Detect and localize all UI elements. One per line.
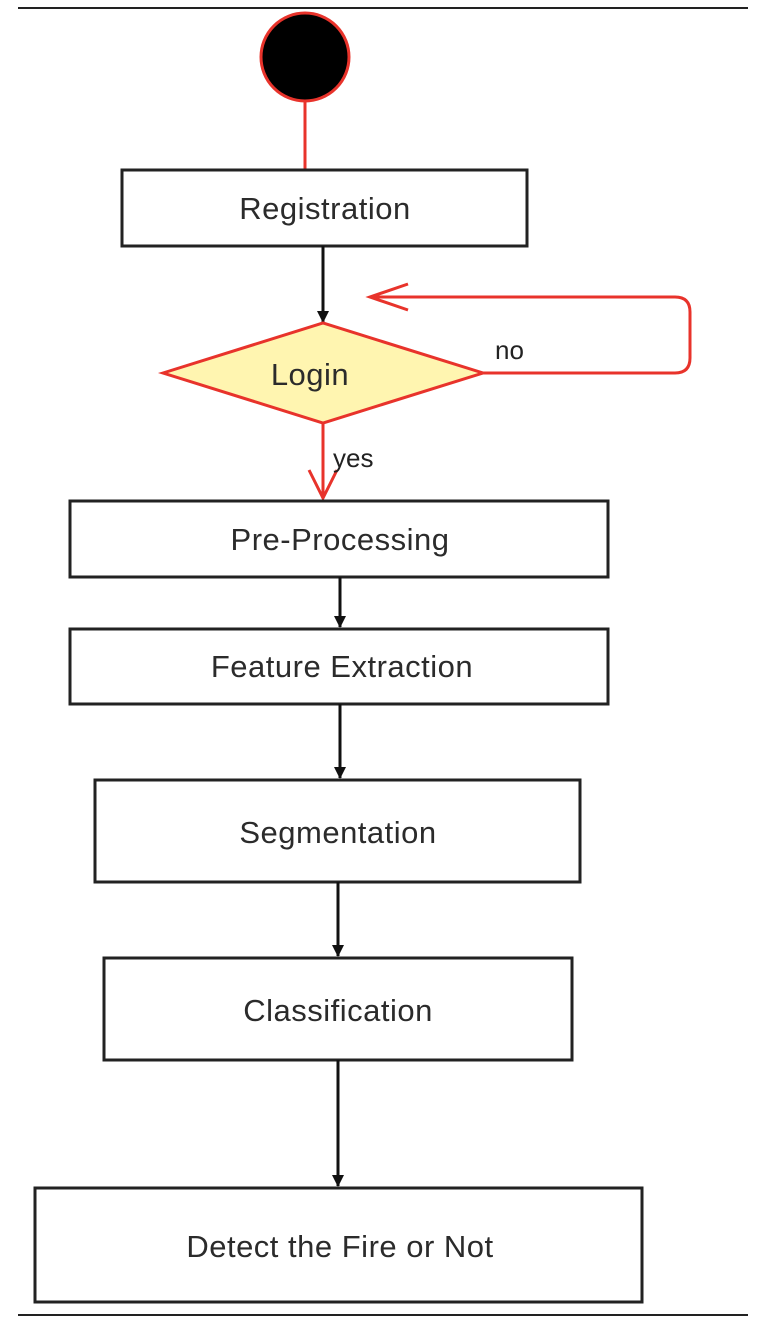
- edge-yes-arrowhead: [307, 469, 339, 502]
- node-segmentation-label: Segmentation: [239, 815, 436, 850]
- node-registration-label: Registration: [239, 191, 410, 226]
- node-registration: Registration: [120, 168, 529, 248]
- node-classification-label: Classification: [243, 993, 433, 1028]
- node-detect-label: Detect the Fire or Not: [186, 1229, 493, 1264]
- node-preprocessing: Pre-Processing: [68, 499, 610, 579]
- node-feature-extraction-label: Feature Extraction: [211, 649, 473, 684]
- node-login-label: Login: [271, 357, 349, 392]
- edge-label-yes: yes: [333, 443, 373, 473]
- node-feature-extraction: Feature Extraction: [68, 627, 610, 706]
- node-preprocessing-label: Pre-Processing: [231, 522, 450, 557]
- edge-no-arrowhead: [365, 282, 409, 312]
- edge-label-no: no: [495, 335, 524, 365]
- node-login: Login: [157, 321, 489, 425]
- start-node: [259, 11, 351, 103]
- node-detect: Detect the Fire or Not: [33, 1186, 644, 1304]
- node-classification: Classification: [102, 956, 574, 1062]
- edge-login-no-loop: [370, 295, 692, 375]
- node-segmentation: Segmentation: [93, 778, 582, 884]
